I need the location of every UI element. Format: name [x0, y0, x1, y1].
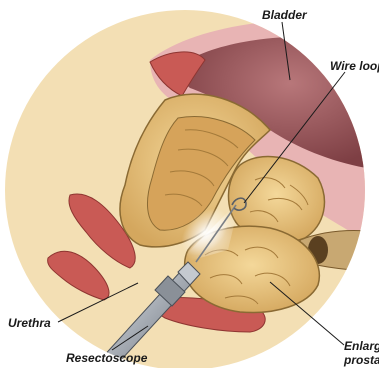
label-bladder: Bladder [262, 9, 307, 22]
label-wire-loop: Wire loop [330, 60, 379, 73]
label-enlarged-prostate-line2: prosta [344, 354, 379, 367]
label-resectoscope: Resectoscope [66, 352, 147, 365]
label-urethra: Urethra [8, 317, 51, 330]
label-enlarged-prostate-line1: Enlarg [344, 340, 379, 353]
